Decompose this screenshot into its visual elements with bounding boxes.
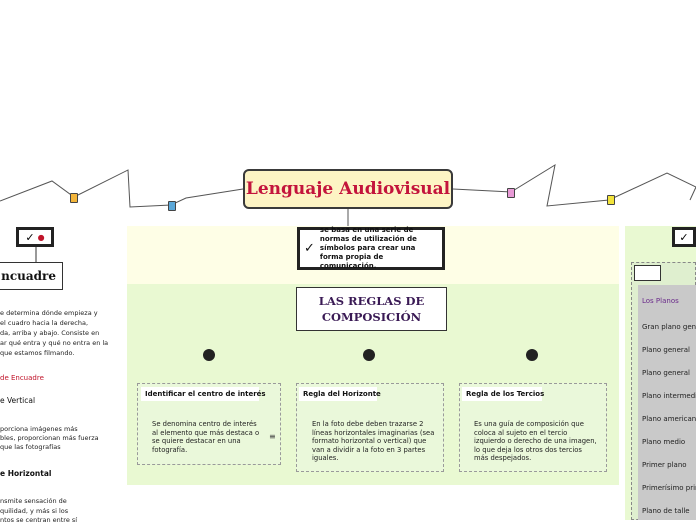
branch-node-dot[interactable] xyxy=(203,349,215,361)
left-horizontal-line: nsmite sensación de xyxy=(0,497,67,505)
subtopic-title[interactable]: Identificar el centro de interés xyxy=(141,387,266,401)
central-topic-label: Lenguaje Audiovisual xyxy=(245,179,451,199)
topic-node-icon[interactable] xyxy=(607,195,615,205)
main-topic-label: LAS REGLAS DE COMPOSICIÓN xyxy=(318,294,425,324)
left-horizontal-line: ntos se centran entre sí xyxy=(0,516,78,524)
subtopic-body[interactable]: En la foto debe deben trazarse 2 líneas … xyxy=(312,420,438,463)
topic-node-icon[interactable] xyxy=(70,193,78,203)
branch-node-dot[interactable] xyxy=(363,349,375,361)
check-icon: ✓ xyxy=(679,230,689,244)
definition-note[interactable]: ✓ se basa en una serie de normas de util… xyxy=(297,226,445,270)
left-desc-line: e determina dónde empieza y xyxy=(0,309,98,317)
topic-node-icon[interactable] xyxy=(507,188,515,198)
central-topic[interactable]: Lenguaje Audiovisual xyxy=(243,169,453,209)
left-desc-line: el cuadro hacia la derecha, xyxy=(0,319,89,327)
subtopic-body[interactable]: Se denomina centro de interés al element… xyxy=(152,420,264,455)
left-topic[interactable]: ncuadre xyxy=(0,262,63,290)
left-topic-label: ncuadre xyxy=(1,269,56,283)
topic-node-icon[interactable] xyxy=(168,201,176,211)
left-desc-line: da, arriba y abajo. Consiste en xyxy=(0,329,100,337)
priority-icon: ● xyxy=(37,232,45,242)
left-desc-line: ar qué entra y qué no entra en la xyxy=(0,339,109,347)
left-vertical-line: que las fotografías xyxy=(0,443,61,451)
left-task-box[interactable]: ✓● xyxy=(16,227,54,247)
plan-item[interactable]: Plano medio xyxy=(642,438,686,446)
plan-item[interactable]: Los Planos xyxy=(642,297,679,305)
main-topic[interactable]: LAS REGLAS DE COMPOSICIÓN xyxy=(296,287,447,331)
subtopic-body[interactable]: Es una guía de composición que coloca al… xyxy=(474,420,598,463)
right-task-box[interactable]: ✓ xyxy=(672,227,696,247)
left-subtopic-horizontal[interactable]: e Horizontal xyxy=(0,469,52,478)
plan-item[interactable]: Gran plano general xyxy=(642,323,696,331)
check-icon: ✓ xyxy=(304,241,315,256)
plan-item[interactable]: Plano intermedio xyxy=(642,392,696,400)
right-topic-box[interactable] xyxy=(634,265,661,281)
subtopic-title[interactable]: Regla del Horizonte xyxy=(299,387,381,401)
check-icon: ✓ xyxy=(25,230,35,244)
notes-icon[interactable]: ≡ xyxy=(269,432,276,441)
plan-item[interactable]: Primerísimo primer plano xyxy=(642,484,696,492)
left-subtopic-vertical[interactable]: e Vertical xyxy=(0,396,36,405)
left-vertical-line: bles, proporcionan más fuerza xyxy=(0,434,99,442)
subtopic-title[interactable]: Regla de los Tercios xyxy=(462,387,544,401)
plan-item[interactable]: Plano general xyxy=(642,369,691,377)
definition-text: se basa en una serie de normas de utiliz… xyxy=(319,226,417,270)
plan-item[interactable]: Plano general xyxy=(642,346,691,354)
left-horizontal-line: quilidad, y más si los xyxy=(0,507,69,515)
plan-item[interactable]: Plano americano xyxy=(642,415,696,423)
plan-item[interactable]: Plano de talle xyxy=(642,507,690,515)
plan-item[interactable]: Primer plano xyxy=(642,461,687,469)
branch-node-dot[interactable] xyxy=(526,349,538,361)
left-link[interactable]: de Encuadre xyxy=(0,374,44,382)
left-desc-line: que estamos filmando. xyxy=(0,349,75,357)
left-vertical-line: porciona imágenes más xyxy=(0,425,78,433)
right-list-rail xyxy=(638,285,696,520)
